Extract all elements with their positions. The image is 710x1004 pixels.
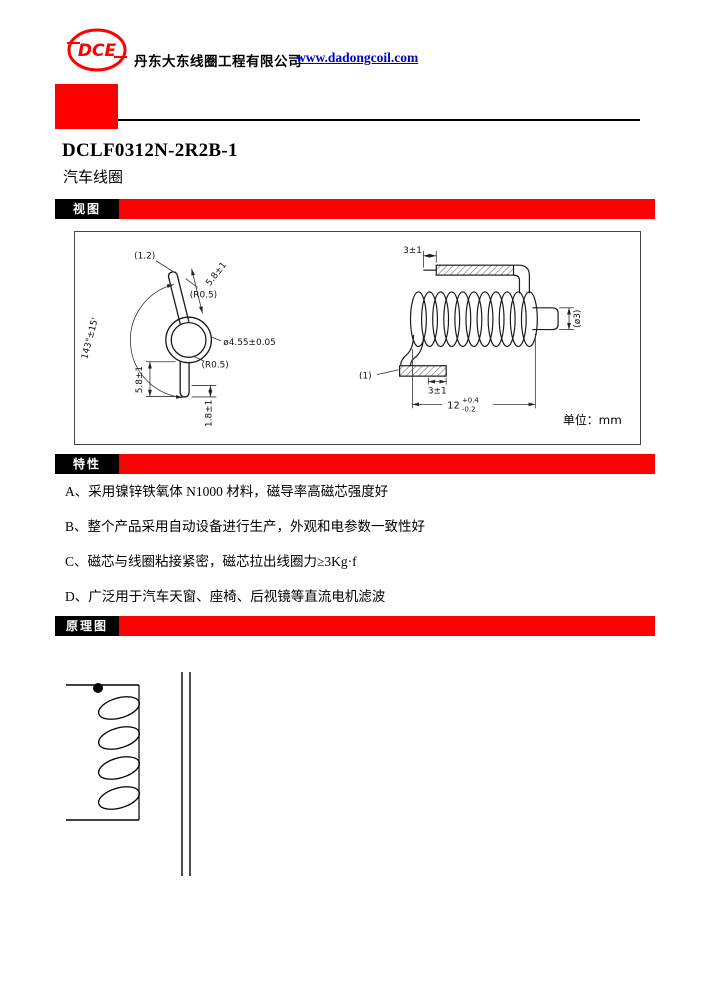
website-link[interactable]: www.dadongcoil.com	[296, 50, 419, 65]
bottom-lead-tinned	[399, 365, 447, 377]
dim-upper-radius: (R0.5)	[190, 290, 217, 300]
section-banner-schematic: 原理图	[55, 616, 655, 636]
left-dimension-lines	[129, 260, 222, 399]
dim-upper-lead-length: 5.8±1	[204, 261, 229, 289]
technical-drawing-box: (1.2) 5.8±1 (R0.5) 143°±15' ø4.55±0.05 (…	[74, 231, 641, 445]
feature-list: A、采用镍锌铁氧体 N1000 材料，磁导率高磁芯强度好 B、整个产品采用自动设…	[65, 482, 640, 622]
section-tag-view: 视图	[55, 199, 119, 219]
dim-diameter: ø4.55±0.05	[223, 338, 276, 348]
dim-bottom-tip: 3±1	[428, 386, 447, 396]
header-rule	[118, 119, 640, 121]
dim-tol-plus: +0.4	[462, 396, 479, 404]
dim-tol-minus: -0.2	[462, 405, 476, 413]
dim-tip-length: 1.8±1	[204, 400, 214, 427]
core-rod	[532, 307, 559, 331]
feature-item-a: A、采用镍锌铁氧体 N1000 材料，磁导率高磁芯强度好	[65, 484, 389, 499]
feature-item-d: D、广泛用于汽车天窗、座椅、后视镜等直流电机滤波	[65, 589, 386, 604]
dim-lead-width: (1.2)	[134, 252, 155, 262]
coil-side-view	[399, 264, 559, 377]
product-model: DCLF0312N-2R2B-1	[62, 140, 238, 161]
product-name: 汽车线圈	[63, 170, 124, 186]
company-logo-icon: DCE	[67, 28, 127, 72]
top-lead-tinned	[435, 264, 515, 276]
dim-lower-radius: (R0.5)	[201, 361, 228, 371]
logo-ellipse	[67, 28, 127, 72]
coil-end-view	[165, 271, 213, 398]
dim-bend: (1)	[359, 372, 372, 382]
right-dimension-labels: 3±1 (ø3) (1) 3±1 12 +0.4 -0.2	[359, 246, 583, 414]
red-accent-block	[55, 84, 118, 129]
unit-label: 单位：mm	[563, 413, 622, 427]
core-lines	[181, 672, 191, 876]
dim-lower-lead-length: 5.8±1	[135, 366, 145, 393]
feature-item-b: B、整个产品采用自动设备进行生产，外观和电参数一致性好	[65, 519, 426, 534]
section-tag-schematic: 原理图	[55, 616, 119, 636]
company-name: 丹东大东线圈工程有限公司	[134, 54, 302, 69]
dim-body-length: 12	[447, 400, 460, 411]
dim-top-tip: 3±1	[403, 246, 422, 256]
technical-drawing: (1.2) 5.8±1 (R0.5) 143°±15' ø4.55±0.05 (…	[80, 246, 622, 427]
section-banner-view: 视图	[55, 199, 655, 219]
section-tag-features: 特性	[55, 454, 119, 474]
dim-core-diameter: (ø3)	[573, 310, 583, 328]
section-banner-features: 特性	[55, 454, 655, 474]
right-dimension-lines	[376, 250, 574, 409]
logo-text: DCE	[78, 41, 117, 61]
circuit-schematic	[66, 672, 191, 876]
dim-angle: 143°±15'	[80, 317, 101, 361]
feature-item-c: C、磁芯与线圈粘接紧密，磁芯拉出线圈力≥3Kg·f	[65, 554, 357, 569]
polarity-dot	[93, 683, 103, 693]
inductor-symbol	[66, 684, 141, 821]
